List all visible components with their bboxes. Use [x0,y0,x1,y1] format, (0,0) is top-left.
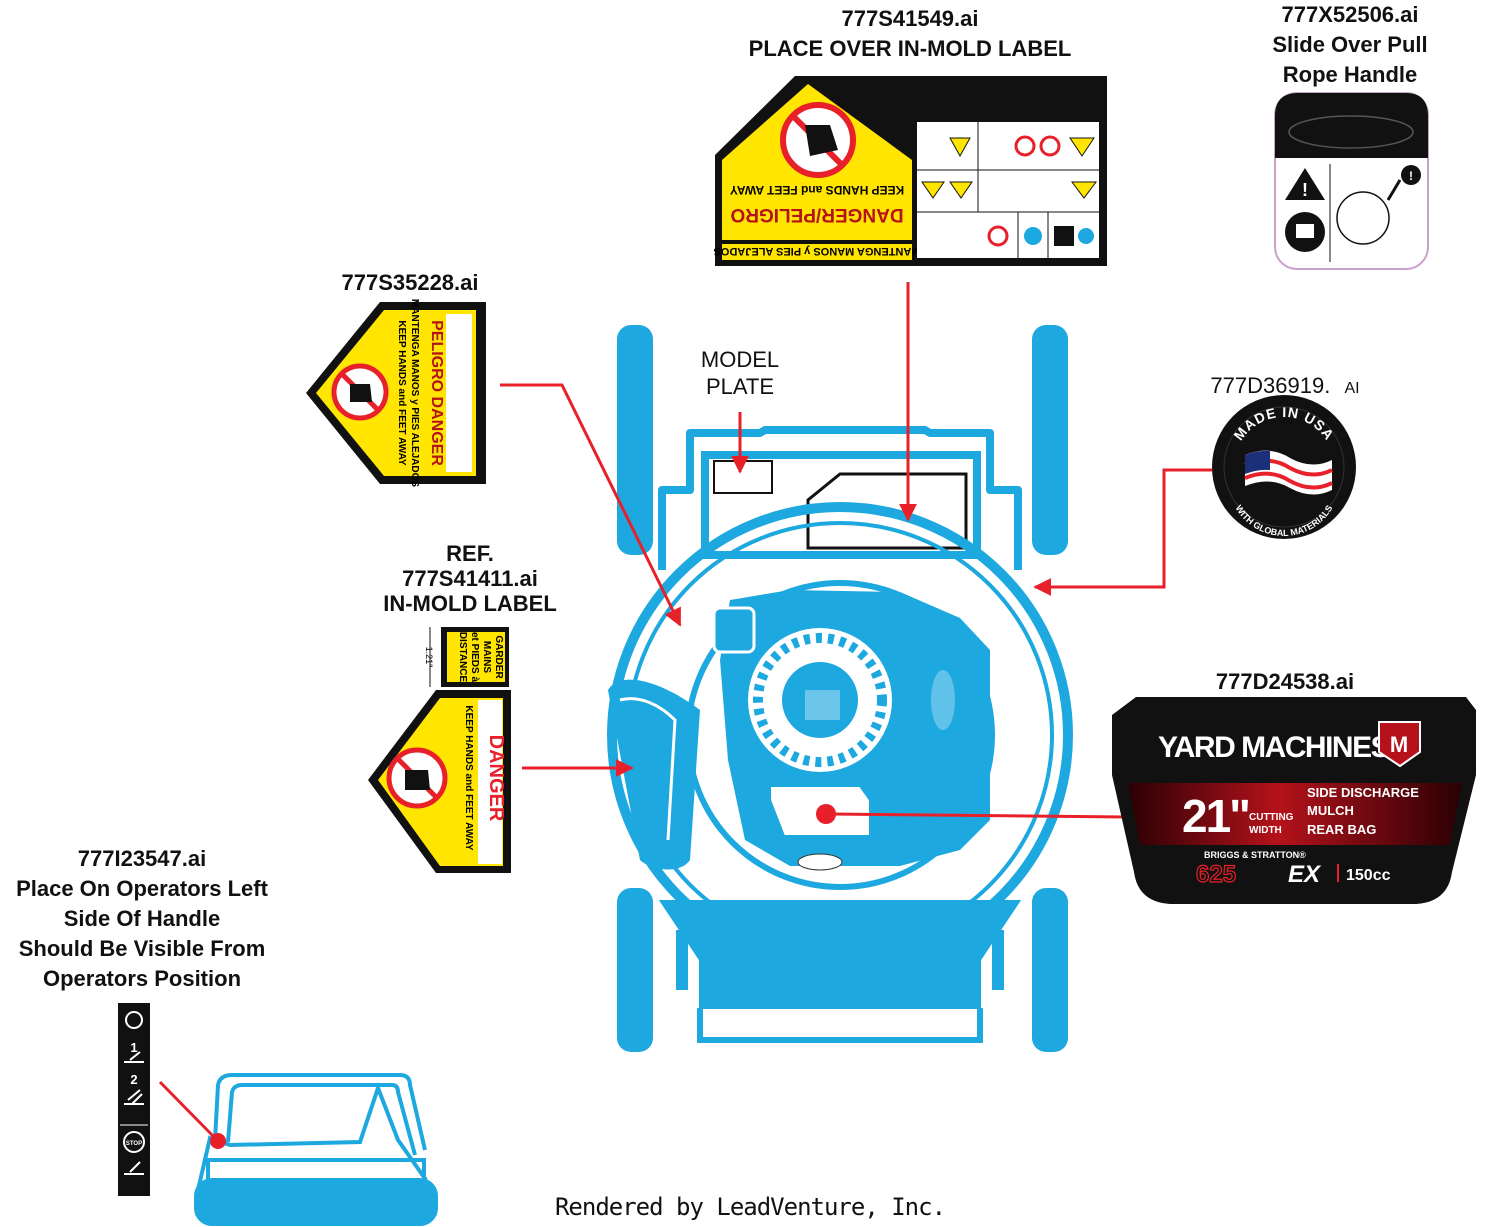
inmold-decal: GARDER MAINS et PIEDS à DISTANCE 1.21" D… [368,627,511,873]
brand-decal-dot [816,804,836,824]
brand-series: 625 [1196,861,1236,888]
handle-pointer [160,1082,214,1137]
left-decal-title: PELIGRO DANGER [428,320,445,466]
brand-mode-1: SIDE DISCHARGE [1307,785,1419,800]
brand-engine: BRIGGS & STRATTON® [1204,850,1306,860]
brand-name: YARD MACHINES [1158,731,1390,764]
brand-cc: 150cc [1346,867,1391,884]
rear-left-wheel [617,325,653,555]
model-plate [714,461,772,493]
handle-decal: 1 2 STOP [118,1003,150,1196]
mower-outline [608,325,1068,1052]
svg-text:et PIEDS à: et PIEDS à [469,632,480,682]
handle-stop-text: STOP [126,1141,142,1147]
brand-cutting: CUTTING [1249,812,1294,823]
center-top-keep: KEEP HANDS and FEET AWAY [730,183,904,197]
usa-decal: MADE IN USA WITH GLOBAL MATERIALS [1212,395,1356,539]
left-decal-line2: KEEP HANDS and FEET AWAY [396,320,407,466]
brand-mode-2: MULCH [1307,803,1354,818]
svg-text:1.21": 1.21" [424,647,434,668]
front-right-wheel [1032,888,1068,1052]
inmold-keep: KEEP HANDS and FEET AWAY [463,705,474,851]
brand-decal: YARD MACHINES M 21" CUTTING WIDTH SIDE D… [1112,697,1476,904]
brand-size: 21" [1182,790,1249,842]
engine-logo [798,854,842,870]
front-deck [660,900,1020,1008]
svg-text:MAINS: MAINS [481,641,492,674]
handle-step-2: 2 [130,1072,137,1087]
discharge-chute [608,680,700,870]
handle-outline [196,1075,436,1224]
front-left-wheel [617,888,653,1052]
svg-text:!: ! [1409,169,1413,183]
left-decal-line1: MANTENGA MANOS y PIES ALEJADOS [409,299,420,487]
handle-step-1: 1 [130,1040,137,1055]
brand-mode-3: REAR BAG [1307,822,1376,837]
brand-ex: EX [1288,861,1322,888]
air-filter [714,608,754,652]
rear-right-wheel [1032,325,1068,555]
svg-text:!: ! [1302,180,1308,200]
brand-width: WIDTH [1249,825,1282,836]
center-top-mantenga: MANTENGA MANOS y PIES ALEJADOS [714,245,921,257]
left-decal: PELIGRO DANGER MANTENGA MANOS y PIES ALE… [306,299,486,487]
svg-text:GARDER: GARDER [493,635,504,679]
center-top-decal: KEEP HANDS and FEET AWAY DANGER/PELIGRO … [714,76,1108,266]
svg-text:M: M [1390,732,1408,757]
rope-decal: ! ! [1275,93,1428,269]
svg-text:DISTANCE: DISTANCE [457,632,468,683]
center-top-peligro: DANGER/PELIGRO [730,204,903,225]
inmold-danger: DANGER [485,735,507,822]
